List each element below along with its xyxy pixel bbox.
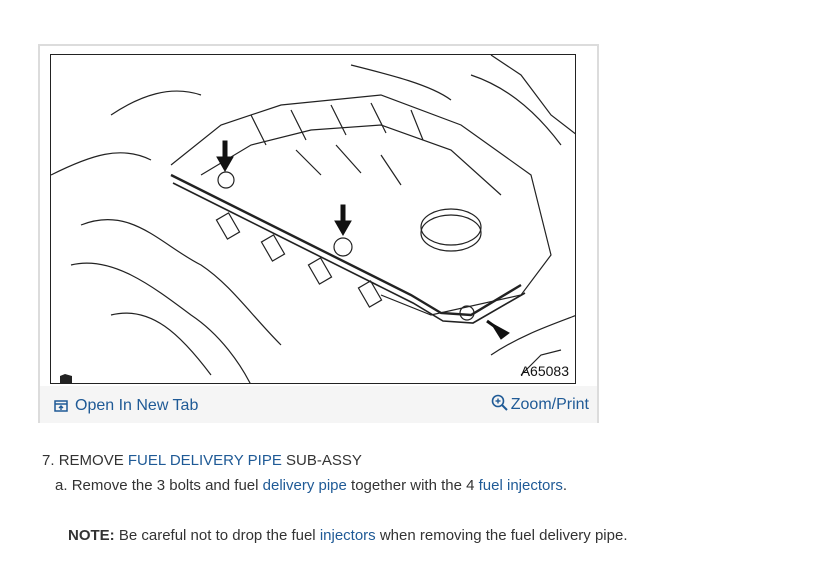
procedure-note: NOTE: Be careful not to drop the fuel in… — [68, 527, 627, 544]
zoom-in-icon — [491, 394, 508, 411]
step-suffix: SUB-ASSY — [286, 452, 362, 469]
injectors-link[interactable]: injectors — [319, 527, 376, 544]
zoom-print-link[interactable]: Zoom/Print — [491, 394, 589, 414]
engine-illustration: A65083 — [50, 54, 576, 384]
fuel-injectors-link[interactable]: fuel injectors — [478, 477, 563, 494]
figure-footer: Open In New Tab Zoom/Print — [40, 386, 597, 423]
substep-text-3: . — [562, 477, 568, 494]
note-text-1: Be careful not to drop the fuel — [118, 527, 316, 544]
note-label: NOTE: — [68, 527, 115, 544]
figure-id: A65083 — [520, 363, 569, 379]
open-in-new-tab-label: Open In New Tab — [75, 397, 199, 414]
substep-text-1: Remove the 3 bolts and fuel — [71, 477, 259, 494]
step-number: 7. — [42, 452, 55, 469]
note-text-2: when removing the fuel delivery pipe. — [379, 527, 628, 544]
figure-card: A65083 Open In New Tab Zoom/Print — [38, 44, 599, 423]
step-prefix: REMOVE — [58, 452, 124, 469]
open-in-new-tab-link[interactable]: Open In New Tab — [54, 397, 198, 415]
open-new-tab-icon — [54, 400, 68, 412]
substep-marker: a. — [55, 477, 68, 494]
fuel-delivery-pipe-diagram — [51, 55, 575, 383]
procedure-step: 7. REMOVE FUEL DELIVERY PIPE SUB-ASSY — [42, 452, 362, 469]
substep-text-2: together with the 4 — [351, 477, 475, 494]
delivery-pipe-link[interactable]: delivery pipe — [262, 477, 347, 494]
procedure-substep: a. Remove the 3 bolts and fuel delivery … — [55, 477, 567, 494]
zoom-print-label: Zoom/Print — [510, 396, 589, 413]
fuel-delivery-pipe-link[interactable]: FUEL DELIVERY PIPE — [127, 452, 282, 469]
